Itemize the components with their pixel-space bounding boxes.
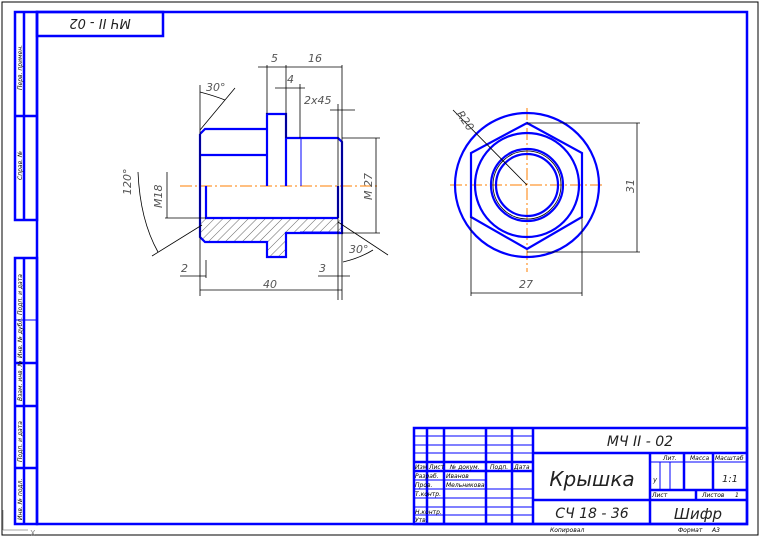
svg-text:X: X — [30, 529, 36, 538]
material: СЧ 18 - 36 — [555, 506, 628, 522]
dim-3: 3 — [319, 262, 326, 275]
dim-5: 5 — [271, 52, 278, 65]
side-strip-bottom: Подп. и дата Инв. № дубл. Взам. инв. № П… — [13, 256, 39, 526]
role-label: Т.контр. — [415, 491, 441, 498]
dim-m18: М18 — [152, 185, 165, 209]
front-view: 5 16 4 2x45 30° 120° М18 М 27 30° 2 3 40 — [121, 52, 389, 300]
header-mass: Масса — [690, 455, 709, 462]
header-sign: Подп. — [490, 464, 508, 471]
side-label: Подп. и дата — [17, 421, 24, 462]
letter: у — [652, 476, 658, 484]
dim-chamfer: 2x45 — [304, 94, 332, 107]
dim-m27: М 27 — [362, 173, 375, 200]
drawing-title: Крышка — [549, 467, 634, 491]
cipher: Шифр — [674, 505, 722, 523]
dim-angle-30-top: 30° — [206, 81, 226, 94]
side-view: R20 31 27 — [450, 108, 640, 296]
role-label: Разраб. — [415, 473, 439, 480]
dim-2: 2 — [181, 262, 188, 275]
side-label: Взам. инв. № — [17, 360, 24, 401]
dim-27: 27 — [519, 278, 533, 291]
role-name: Иванов — [446, 473, 469, 480]
side-label: Справ. № — [17, 151, 24, 180]
header-scale: Масштаб — [715, 455, 744, 462]
format-label: Формат — [678, 527, 703, 534]
rotated-code-box: МЧ II - 02 — [35, 10, 165, 38]
role-label: Н.контр. — [415, 509, 442, 516]
dim-angle-120: 120° — [121, 169, 134, 196]
title-block: МЧ II - 02 Крышка СЧ 18 - 36 Шифр 1:1 у … — [412, 426, 749, 534]
header-date: Дата — [513, 464, 530, 471]
sheets-count: 1 — [735, 492, 739, 499]
header-lit: Лит. — [662, 455, 677, 462]
dim-angle-30-bottom: 30° — [349, 243, 369, 256]
rotated-code: МЧ II - 02 — [69, 15, 130, 30]
role-label: Пров. — [415, 482, 433, 489]
scale-value: 1:1 — [722, 474, 738, 485]
header-list: Лист — [428, 464, 445, 471]
dim-40: 40 — [263, 278, 277, 291]
role-name: Мельникова — [446, 482, 485, 489]
format-value: А3 — [711, 527, 720, 534]
dim-r20: R20 — [454, 108, 477, 133]
side-strip-top: Перв. примен. Справ. № — [13, 10, 39, 222]
side-label: Перв. примен. — [17, 45, 24, 90]
dim-16: 16 — [308, 52, 322, 65]
sheets-label: Листов — [701, 492, 725, 499]
header-izm: Изм — [415, 464, 428, 471]
side-label: Инв. № подл. — [17, 479, 24, 520]
dim-31: 31 — [624, 179, 637, 193]
drawing-code: МЧ II - 02 — [607, 434, 673, 450]
side-label: Подп. и дата — [17, 274, 24, 315]
section-hatch — [200, 218, 342, 257]
role-label: Утв. — [415, 517, 428, 524]
side-label: Инв. № дубл. — [17, 317, 24, 358]
header-doc: № докум. — [449, 464, 480, 471]
sheet-label: Лист — [651, 492, 668, 499]
dim-4: 4 — [287, 73, 294, 86]
copied-label: Копировал — [550, 527, 584, 534]
origin-axes-icon: X — [2, 510, 36, 538]
